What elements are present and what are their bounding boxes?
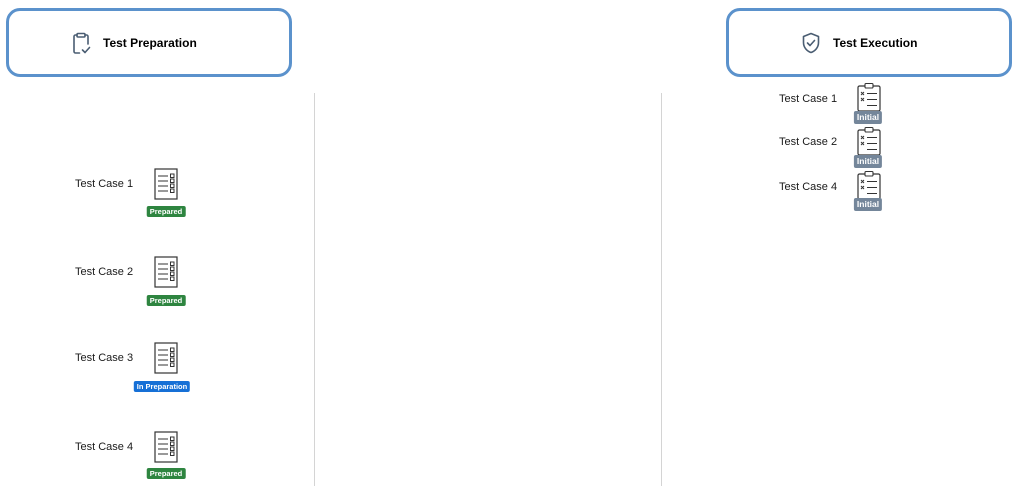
column-divider [314, 93, 315, 486]
test-case-label: Test Case 1 [779, 93, 838, 105]
test-case-label: Test Case 4 [779, 181, 838, 193]
status-badge: In Preparation [133, 381, 191, 392]
checklist-document-icon [154, 256, 178, 288]
clipboard-checklist-icon [857, 126, 881, 156]
clipboard-checklist-icon [857, 82, 881, 112]
status-badge: Prepared [146, 468, 186, 479]
stage-title: Test Execution [833, 35, 918, 50]
test-case-label: Test Case 2 [75, 266, 134, 278]
clipboard-check-icon [69, 31, 93, 55]
checklist-document-icon [154, 168, 178, 200]
clipboard-checklist-icon [857, 170, 881, 200]
column-divider [661, 93, 662, 486]
test-case-label: Test Case 3 [75, 352, 134, 364]
test-case-label: Test Case 4 [75, 441, 134, 453]
checklist-document-icon [154, 431, 178, 463]
status-badge: Prepared [146, 295, 186, 306]
status-badge: Initial [853, 111, 883, 124]
checklist-document-icon [154, 342, 178, 374]
test-preparation-stage[interactable]: Test Preparation [6, 8, 292, 77]
shield-check-icon [799, 31, 823, 55]
status-badge: Initial [853, 155, 883, 168]
test-case-label: Test Case 1 [75, 178, 134, 190]
stage-title: Test Preparation [103, 35, 197, 50]
status-badge: Prepared [146, 206, 186, 217]
status-badge: Initial [853, 198, 883, 211]
test-execution-stage[interactable]: Test Execution [726, 8, 1012, 77]
test-case-label: Test Case 2 [779, 136, 838, 148]
